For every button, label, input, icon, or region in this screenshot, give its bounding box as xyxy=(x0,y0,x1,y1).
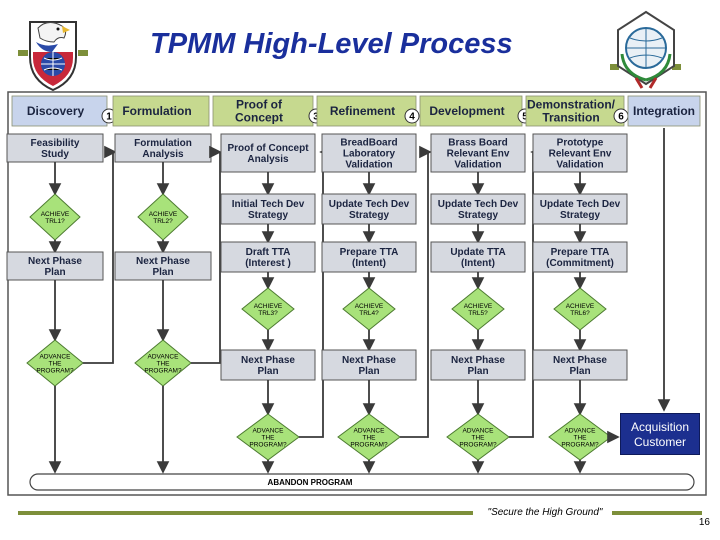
phase-label-5: Development xyxy=(429,104,504,118)
phase-header-6 xyxy=(525,95,625,127)
step-top-4 xyxy=(321,133,417,173)
phase-label-6: Demonstration/Transition xyxy=(527,98,616,125)
eagle-shield-logo-icon xyxy=(18,21,88,92)
slide-title: TPMM High-Level Process xyxy=(150,28,513,60)
strategy-3 xyxy=(220,193,316,225)
arrow-next-4 xyxy=(400,145,432,438)
phase-number-circle-4 xyxy=(404,108,420,124)
next-phase-plan-2 xyxy=(114,251,212,281)
strategy-5 xyxy=(430,193,526,225)
phase-header-7 xyxy=(627,95,701,127)
phase-number-3: 3 xyxy=(313,112,319,123)
phase-label-1: Discovery xyxy=(27,104,85,118)
phase-number-5: 5 xyxy=(522,112,528,123)
next-phase-plan-3 xyxy=(220,349,316,381)
next-phase-plan-1 xyxy=(6,251,104,281)
arrow-next-2 xyxy=(191,150,227,364)
abandon-label: ABANDON PROGRAM xyxy=(268,478,353,487)
phase-header-3 xyxy=(212,95,314,127)
step-top-2 xyxy=(114,133,212,163)
phase-header-2 xyxy=(112,95,210,127)
tta-3-label: Draft TTA(Interest ) xyxy=(245,247,291,269)
tta-4-label: Prepare TTA(Intent) xyxy=(340,247,399,269)
acquisition-customer-box: Acquisition Customer xyxy=(620,413,700,455)
acquisition-line-1: Acquisition xyxy=(630,420,690,434)
step-top-3 xyxy=(220,133,316,173)
tta-3 xyxy=(220,241,316,273)
next-phase-plan-6 xyxy=(532,349,628,381)
tta-5-label: Update TTA(Intent) xyxy=(450,247,505,269)
phase-number-1: 1 xyxy=(106,112,112,123)
tta-6-label: Prepare TTA(Commitment) xyxy=(546,247,614,269)
phase-label-7: Integration xyxy=(633,104,695,118)
phase-label-4: Refinement xyxy=(330,104,395,118)
step-top-5 xyxy=(430,133,526,173)
footer-rule-right xyxy=(612,511,702,515)
globe-wreath-logo-icon xyxy=(610,10,681,89)
step-top-1 xyxy=(6,133,104,163)
footer-rule-left xyxy=(18,511,473,515)
phase-header-5 xyxy=(419,95,523,127)
next-phase-plan-5 xyxy=(430,349,526,381)
arrow-next-1 xyxy=(83,145,117,364)
next-phase-plan-4 xyxy=(321,349,417,381)
abandon-bar xyxy=(29,473,695,491)
phase-number-4: 4 xyxy=(409,112,415,123)
page-number: 16 xyxy=(698,517,710,528)
acquisition-line-2: Customer xyxy=(633,435,686,449)
step-top-6 xyxy=(532,133,628,173)
phase-number-6: 6 xyxy=(618,112,624,123)
phase-label-2: Formulation xyxy=(122,104,191,118)
footer-motto: "Secure the High Ground" xyxy=(487,507,603,518)
phase-header-4 xyxy=(316,95,417,127)
